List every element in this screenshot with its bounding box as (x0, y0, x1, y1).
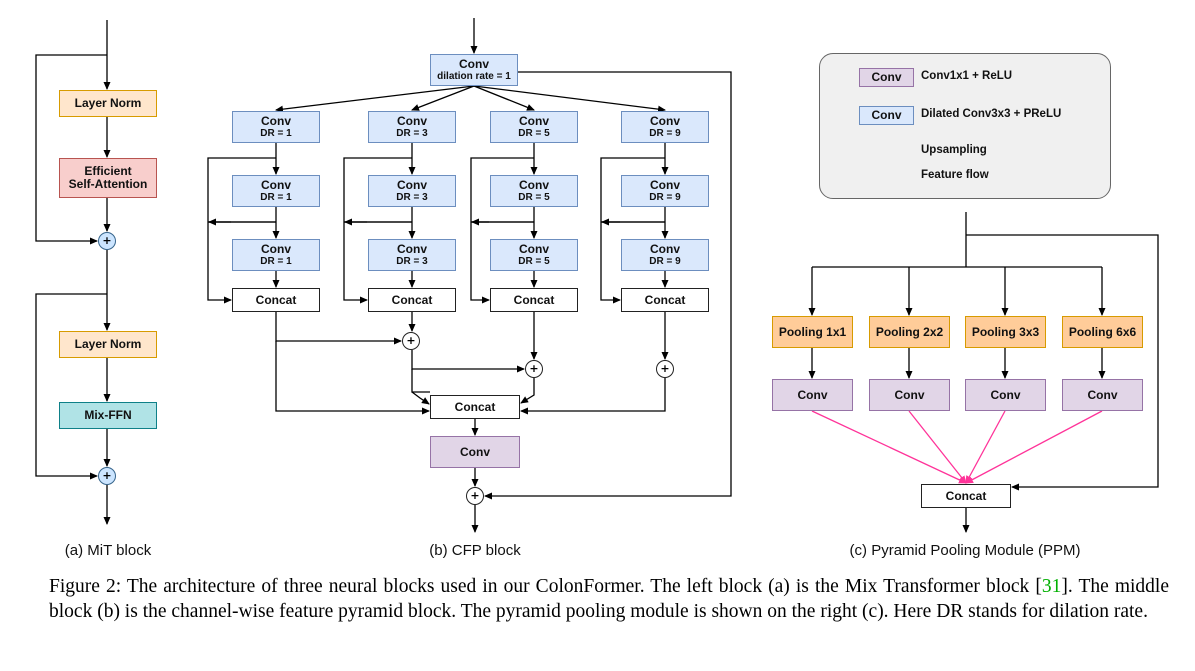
cfp-branch1-concat: Concat (232, 288, 320, 312)
flow-line-14 (473, 85, 535, 111)
ppm-concat: Concat (921, 484, 1011, 508)
ppm-pooling-2x2: Pooling 2x2 (869, 316, 950, 348)
cfp-add-1: + (402, 332, 420, 350)
figure-caption: Figure 2: The architecture of three neur… (49, 576, 1169, 622)
flow-line-38 (600, 157, 665, 304)
flow-line-32 (470, 157, 534, 304)
cfp-add-residual: + (466, 487, 484, 505)
cfp-final-conv: Conv (430, 436, 520, 468)
legend-feature-flow-label: Feature flow (921, 169, 989, 181)
cfp-block-label: (b) CFP block (429, 542, 521, 559)
flow-line-12 (275, 85, 475, 113)
ppm-pooling-3x3: Pooling 3x3 (965, 316, 1046, 348)
flow-line-2 (35, 54, 107, 245)
flow-line-49 (411, 350, 525, 373)
legend-dilated-sample: Conv (859, 106, 914, 125)
flow-line-51 (411, 391, 430, 405)
flow-line-54 (520, 378, 666, 415)
cfp-final-concat: Concat (430, 395, 520, 419)
ppm-conv-2: Conv (869, 379, 950, 411)
flow-line-16 (484, 71, 732, 500)
ppm-pooling-6x6: Pooling 6x6 (1062, 316, 1143, 348)
flow-line-7 (35, 293, 107, 480)
ppm-block-label: (c) Pyramid Pooling Module (PPM) (849, 542, 1081, 559)
legend-conv1x1-sample: Conv (859, 68, 914, 87)
ppm-conv-3: Conv (965, 379, 1046, 411)
mit-layer-norm-1: Layer Norm (59, 90, 157, 117)
mit-mix-ffn: Mix-FFN (59, 402, 157, 429)
upsampling-arrow-71 (965, 410, 1006, 484)
flow-line-53 (520, 378, 535, 404)
cfp-add-2: + (525, 360, 543, 378)
flow-line-15 (473, 85, 666, 113)
mit-layer-norm-2: Layer Norm (59, 331, 157, 358)
mit-add-1: + (98, 232, 116, 250)
cfp-branch2-concat: Concat (368, 288, 456, 312)
mit-block-label: (a) MiT block (64, 542, 152, 559)
flow-line-26 (343, 157, 412, 304)
upsampling-arrow-65 (811, 410, 967, 484)
cfp-add-3: + (656, 360, 674, 378)
citation-link[interactable]: 31 (1041, 576, 1062, 597)
upsampling-arrow-74 (965, 410, 1103, 484)
flow-line-20 (207, 157, 276, 304)
legend-upsampling-label: Upsampling (921, 144, 987, 156)
ppm-pooling-1x1: Pooling 1x1 (772, 316, 853, 348)
flow-line-52 (275, 341, 430, 415)
upsampling-arrow-68 (908, 410, 967, 484)
cfp-branch3-concat: Concat (490, 288, 578, 312)
ppm-conv-4: Conv (1062, 379, 1143, 411)
flow-line-50 (411, 369, 430, 393)
flow-line-61 (966, 234, 1159, 491)
legend-dilated-label: Dilated Conv3x3 + PReLU (921, 108, 1062, 120)
cfp-branch4-concat: Concat (621, 288, 709, 312)
flow-line-45 (275, 312, 402, 345)
legend-conv1x1-label: Conv1x1 + ReLU (921, 70, 1013, 82)
flow-line-13 (411, 85, 475, 111)
ppm-conv-1: Conv (772, 379, 853, 411)
mit-add-2: + (98, 467, 116, 485)
